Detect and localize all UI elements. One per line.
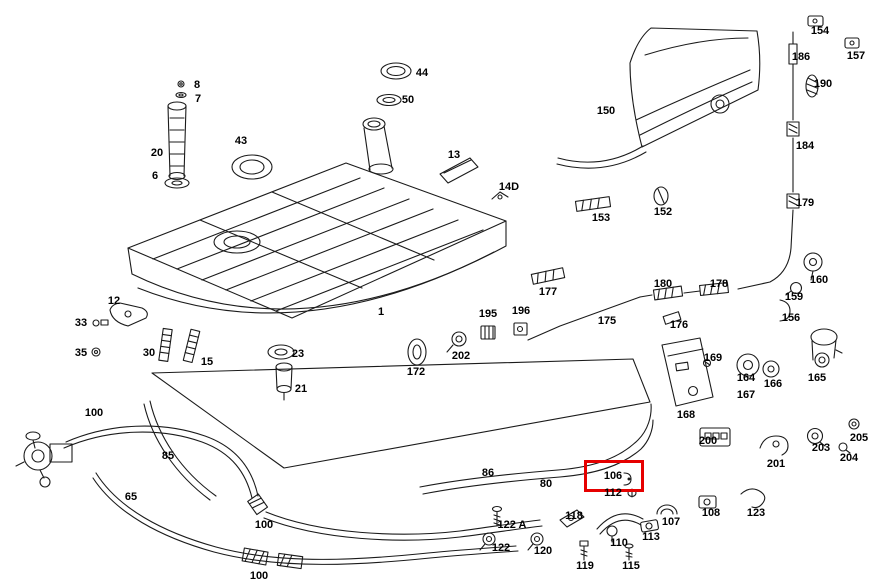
part-14d-clip-icon bbox=[491, 191, 509, 200]
part-196-connector-icon bbox=[513, 322, 528, 336]
part-166-grommet-icon bbox=[762, 360, 780, 378]
part-195-connector-icon bbox=[480, 325, 496, 340]
part-50-ring-icon bbox=[376, 93, 402, 107]
part-184-179-fuel-line-icon bbox=[737, 63, 800, 290]
part-202-clamp-icon bbox=[446, 331, 467, 353]
part-176-piece-icon bbox=[662, 311, 682, 325]
part-204-washer-icon bbox=[838, 442, 851, 454]
part-106-clip-icon bbox=[623, 472, 632, 486]
part-156-hook-icon bbox=[779, 299, 791, 322]
part-180-coupling-icon bbox=[652, 285, 684, 301]
part-12-plate-icon bbox=[109, 302, 148, 327]
part-118-bracket-icon bbox=[559, 509, 585, 528]
part-33-bolt-icon bbox=[92, 319, 109, 327]
part-120-clamp-icon bbox=[527, 532, 544, 551]
part-35-washer-icon bbox=[91, 347, 101, 357]
part-152-grommet-icon bbox=[653, 186, 669, 206]
part-21-sender-icon bbox=[275, 362, 293, 401]
part-150-shield-panel-icon bbox=[556, 27, 761, 169]
part-107-clip-icon bbox=[656, 504, 678, 515]
part-201-bracket-icon bbox=[759, 435, 789, 456]
part-172-grommet-icon bbox=[407, 338, 427, 366]
part-44-cap-icon bbox=[380, 62, 412, 80]
part-122-clamp-icon bbox=[479, 532, 496, 551]
hose-85-icon bbox=[143, 400, 217, 501]
part-157-clamp-icon bbox=[844, 37, 860, 49]
fuel-line-loop-icon bbox=[151, 358, 651, 469]
part-190-hose-piece-icon bbox=[805, 74, 819, 98]
part-200-connector-icon bbox=[699, 427, 731, 447]
part-178-coupling-icon bbox=[699, 282, 729, 296]
part-175-line-icon bbox=[527, 290, 701, 341]
part-20-sender-tube-icon bbox=[164, 101, 190, 189]
part-113-plate-icon bbox=[640, 519, 659, 533]
part-115-screw-icon bbox=[624, 543, 634, 561]
part-165-pump-icon bbox=[810, 328, 843, 368]
part-30-hose-stick-icon bbox=[158, 327, 173, 362]
fuel-lines-86-80-icon bbox=[419, 403, 654, 495]
part-23-seal-ring-icon bbox=[267, 344, 295, 360]
part-186-connector-icon bbox=[788, 31, 798, 65]
part-177-hose-piece-icon bbox=[530, 267, 566, 285]
part-13-plate-icon bbox=[439, 157, 479, 184]
part-15-hose-stick-icon bbox=[182, 328, 201, 364]
hose-100-icon bbox=[63, 425, 543, 541]
part-164-grommet-icon bbox=[736, 353, 760, 377]
part-205-washer-icon bbox=[848, 418, 860, 430]
part-159-clamp-icon bbox=[785, 281, 803, 296]
part-122a-screw-icon bbox=[491, 505, 503, 527]
hose-65-icon bbox=[92, 472, 519, 570]
part-123-hook-icon bbox=[740, 488, 766, 509]
part-153-hose-piece-icon bbox=[574, 196, 612, 212]
part-154-clamp-icon bbox=[807, 15, 824, 27]
part-8-7-seal-rings-icon bbox=[175, 80, 187, 99]
part-203-clamp-icon bbox=[806, 427, 826, 447]
part-110-clamp-icon bbox=[606, 525, 618, 543]
part-168-bracket-icon bbox=[661, 337, 714, 407]
part-160-valve-icon bbox=[803, 252, 823, 281]
highlight-box-part-106 bbox=[584, 460, 644, 492]
part-1-fuel-tank-icon bbox=[127, 117, 507, 319]
part-43-cap-icon bbox=[231, 154, 273, 180]
fuel-pump-assembly-icon bbox=[15, 431, 73, 488]
part-108-clamp-icon bbox=[698, 495, 717, 509]
part-119-screw-icon bbox=[579, 540, 589, 561]
part-strap-bracket-icon bbox=[596, 513, 644, 535]
